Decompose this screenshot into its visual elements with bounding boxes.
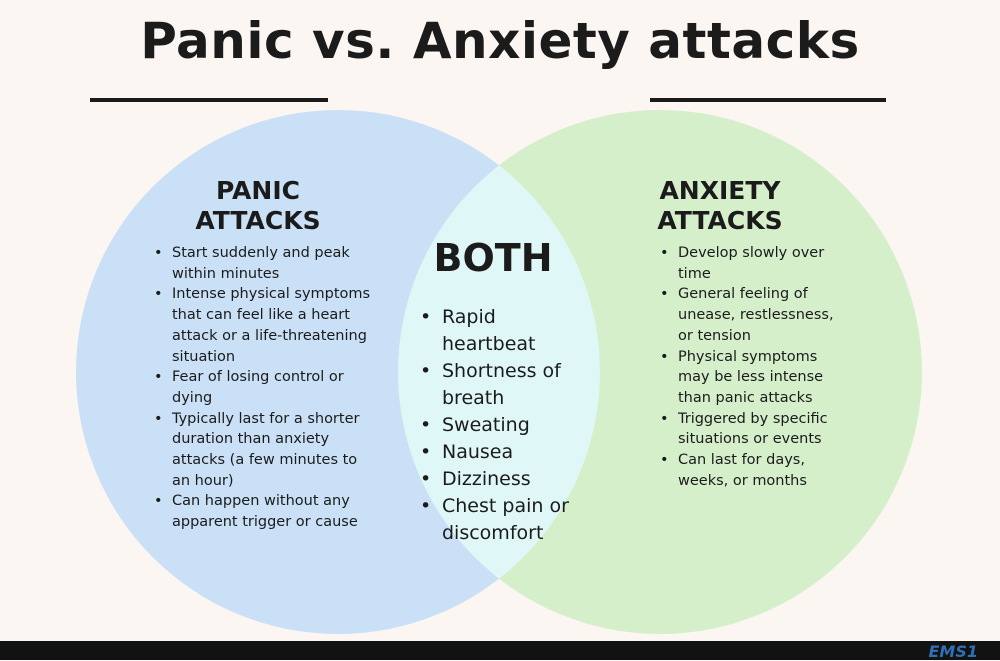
title-underline-right xyxy=(650,98,886,102)
shared-symptom-list: Rapid heartbeat Shortness of breath Swea… xyxy=(420,304,592,547)
list-item: Dizziness xyxy=(420,466,592,493)
list-item: Can last for days, weeks, or months xyxy=(660,450,838,491)
list-item: Triggered by specific situations or even… xyxy=(660,409,838,450)
list-item: Typically last for a shorter duration th… xyxy=(154,409,372,492)
list-item: Develop slowly over time xyxy=(660,243,838,284)
panic-heading-line2: ATTACKS xyxy=(195,206,321,235)
list-item: Sweating xyxy=(420,412,592,439)
list-item: Physical symptoms may be less intense th… xyxy=(660,347,838,409)
panic-symptom-list: Start suddenly and peak within minutes I… xyxy=(154,243,372,533)
panic-attacks-heading: PANIC ATTACKS xyxy=(158,176,358,236)
list-item: Intense physical symptoms that can feel … xyxy=(154,284,372,367)
list-item: Start suddenly and peak within minutes xyxy=(154,243,372,284)
title-underline-left xyxy=(90,98,328,102)
brand-logo: EMS1 xyxy=(928,642,978,661)
anxiety-heading-line2: ATTACKS xyxy=(657,206,783,235)
list-item: Fear of losing control or dying xyxy=(154,367,372,408)
anxiety-attacks-heading: ANXIETY ATTACKS xyxy=(620,176,820,236)
list-item: Nausea xyxy=(420,439,592,466)
panic-heading-line1: PANIC xyxy=(216,176,300,205)
list-item: Rapid heartbeat xyxy=(420,304,592,358)
both-heading: BOTH xyxy=(433,236,553,280)
page-title: Panic vs. Anxiety attacks xyxy=(140,12,860,70)
anxiety-heading-line1: ANXIETY xyxy=(659,176,781,205)
bottom-bar xyxy=(0,641,1000,660)
list-item: Can happen without any apparent trigger … xyxy=(154,491,372,532)
list-item: General feeling of unease, restlessness,… xyxy=(660,284,838,346)
anxiety-symptom-list: Develop slowly over time General feeling… xyxy=(660,243,838,491)
list-item: Chest pain or discomfort xyxy=(420,493,592,547)
list-item: Shortness of breath xyxy=(420,358,592,412)
